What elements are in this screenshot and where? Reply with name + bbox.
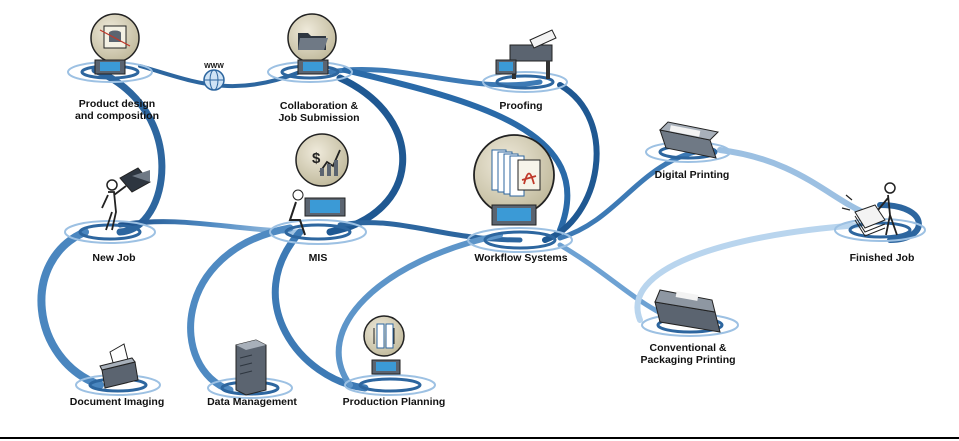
stream-mis-planning xyxy=(271,228,369,392)
www-label: WWW xyxy=(204,63,224,70)
product-design-line2: and composition xyxy=(75,109,159,122)
scanner-icon xyxy=(99,343,139,389)
node-label-mis: MIS xyxy=(308,252,328,264)
node-label-digital-printing: Digital Printing xyxy=(654,169,730,181)
planning-icon xyxy=(363,315,405,375)
halo-workflow xyxy=(467,227,573,253)
node-label-document-imaging: Document Imaging xyxy=(69,396,165,408)
person-with-stack-icon xyxy=(841,182,898,237)
node-label-product-design: Product design and composition xyxy=(75,98,159,122)
stream-digital-finished xyxy=(717,147,873,218)
folder-icon xyxy=(287,13,337,75)
collaboration-line1: Collaboration & xyxy=(279,100,359,112)
halo-proofing xyxy=(482,71,568,93)
node-label-collaboration: Collaboration & Job Submission xyxy=(278,100,360,124)
halo-mis xyxy=(269,219,367,245)
node-label-proofing: Proofing xyxy=(499,100,543,112)
node-label-workflow: Workflow Systems xyxy=(474,252,568,264)
server-icon xyxy=(235,339,267,396)
person-with-folder-icon xyxy=(101,167,151,231)
stream-conventional-finished xyxy=(634,222,863,323)
collaboration-line2: Job Submission xyxy=(278,111,360,124)
node-label-production-planning: Production Planning xyxy=(342,396,446,408)
halo-newjob xyxy=(64,220,156,244)
flow-streams xyxy=(37,64,922,394)
svg-text:$: $ xyxy=(312,150,321,167)
pdf-pages-icon xyxy=(473,134,555,226)
database-icon xyxy=(90,13,140,75)
digital-press-icon xyxy=(658,121,720,159)
stream-newjob-docimaging xyxy=(37,228,104,389)
globe-icon xyxy=(203,69,225,91)
bottom-divider xyxy=(0,437,959,439)
stream-proofing-workflow xyxy=(542,82,600,243)
stream-collab-workflow xyxy=(342,67,571,233)
node-label-new-job: New Job xyxy=(92,252,136,264)
stream-product-newjob xyxy=(91,66,166,236)
stream-workflow-planning xyxy=(335,232,503,388)
printer-icon xyxy=(495,29,557,79)
chart-dollar-icon: $ xyxy=(288,133,349,236)
conventional-line1: Conventional & xyxy=(649,342,727,354)
node-label-data-management: Data Management xyxy=(207,396,297,408)
conventional-line2: Packaging Printing xyxy=(640,353,736,366)
stream-workflow-digital xyxy=(557,147,708,241)
node-label-conventional: Conventional & Packaging Printing xyxy=(640,342,736,366)
product-design-line1: Product design xyxy=(78,98,156,110)
node-label-finished-job: Finished Job xyxy=(849,252,915,264)
halo-planning xyxy=(344,374,436,396)
press-icon xyxy=(654,289,721,333)
stream-mis-datamgmt xyxy=(187,224,294,394)
